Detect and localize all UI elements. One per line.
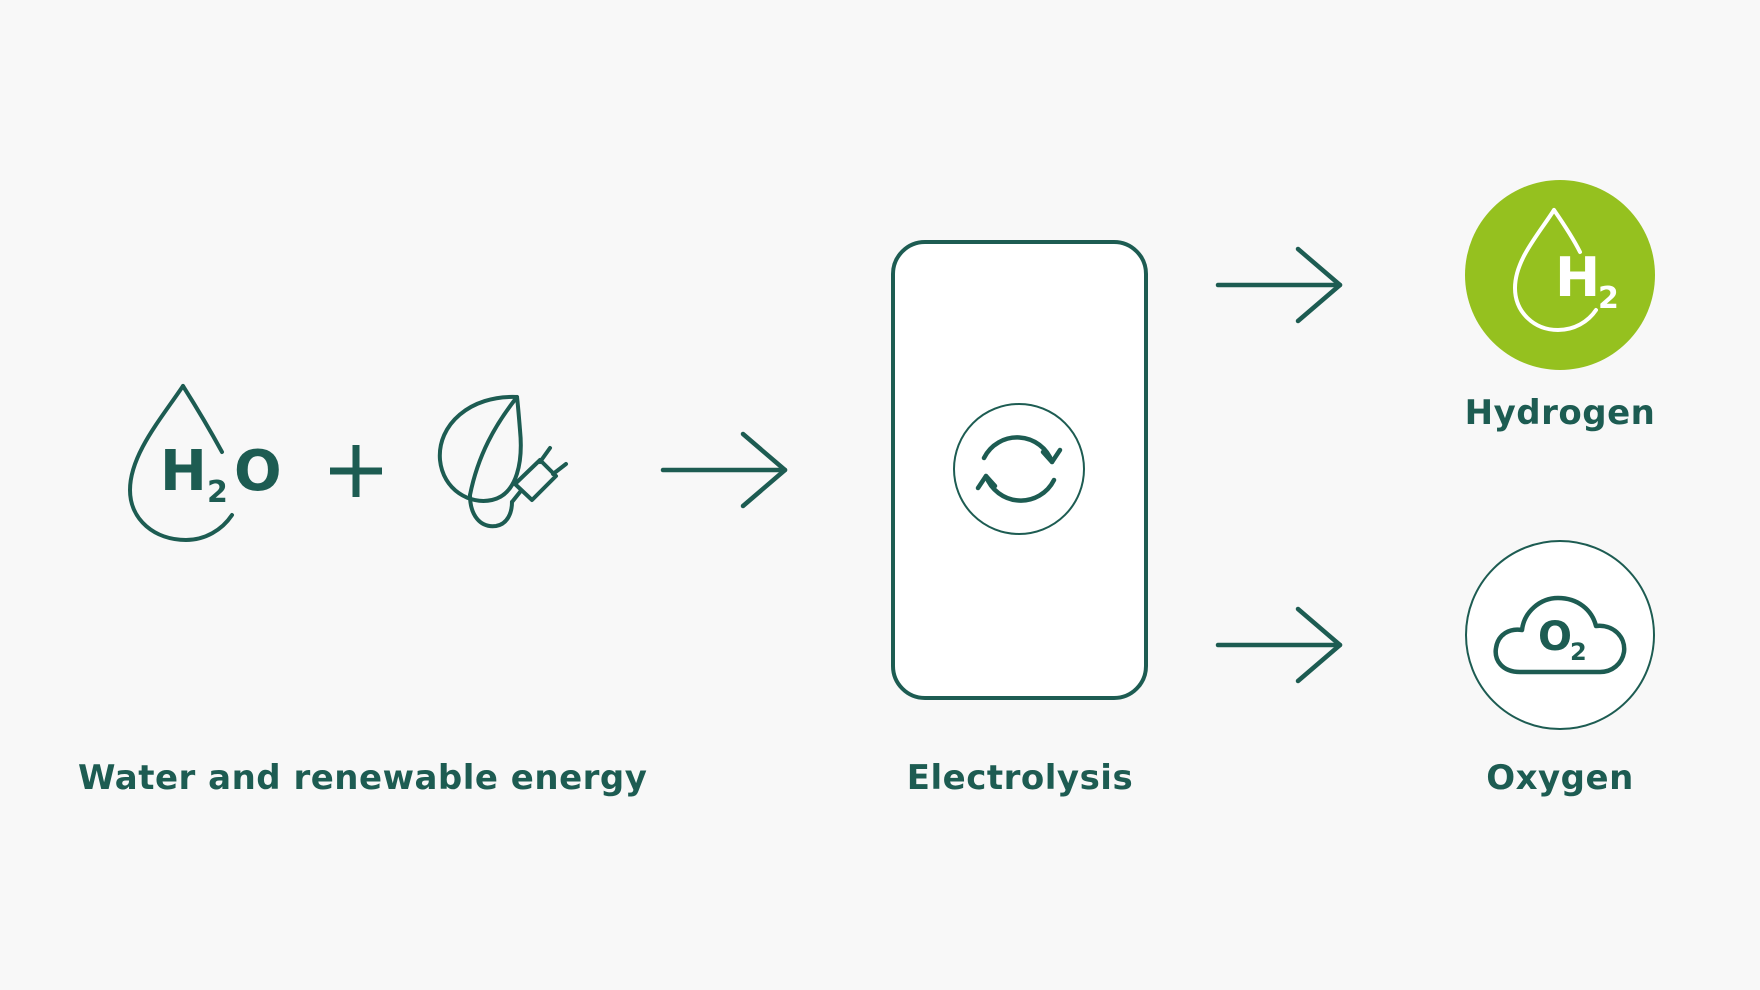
water-symbol-h: H bbox=[160, 439, 207, 504]
plus-icon bbox=[330, 445, 382, 497]
oxygen-circle bbox=[1465, 540, 1655, 730]
inputs-label: Water and renewable energy bbox=[78, 758, 648, 798]
hydrogen-symbol: H bbox=[1555, 246, 1600, 309]
oxygen-cloud-icon bbox=[1493, 595, 1627, 675]
leaf-plug-icon bbox=[437, 394, 568, 529]
electrolysis-label: Electrolysis bbox=[906, 758, 1134, 798]
oxygen-formula: O 2 bbox=[1538, 614, 1587, 666]
hydrogen-circle bbox=[1465, 180, 1655, 370]
water-formula: H 2 O bbox=[160, 439, 282, 510]
arrow-to-electrolysis bbox=[660, 431, 788, 509]
water-drop-icon bbox=[128, 384, 234, 542]
oxygen-subscript: 2 bbox=[1570, 638, 1587, 666]
hydrogen-drop-icon bbox=[1513, 208, 1598, 332]
oxygen-label: Oxygen bbox=[1486, 758, 1634, 798]
arrow-to-hydrogen bbox=[1215, 246, 1343, 324]
water-subscript: 2 bbox=[207, 475, 228, 510]
arrow-to-oxygen bbox=[1215, 606, 1343, 684]
cycle-circle bbox=[953, 403, 1085, 535]
oxygen-symbol: O bbox=[1538, 614, 1572, 660]
hydrogen-subscript: 2 bbox=[1598, 281, 1619, 316]
hydrogen-formula: H 2 bbox=[1555, 246, 1619, 316]
cycle-icon bbox=[975, 435, 1063, 503]
hydrogen-label: Hydrogen bbox=[1464, 393, 1656, 433]
water-symbol-o: O bbox=[234, 439, 282, 504]
